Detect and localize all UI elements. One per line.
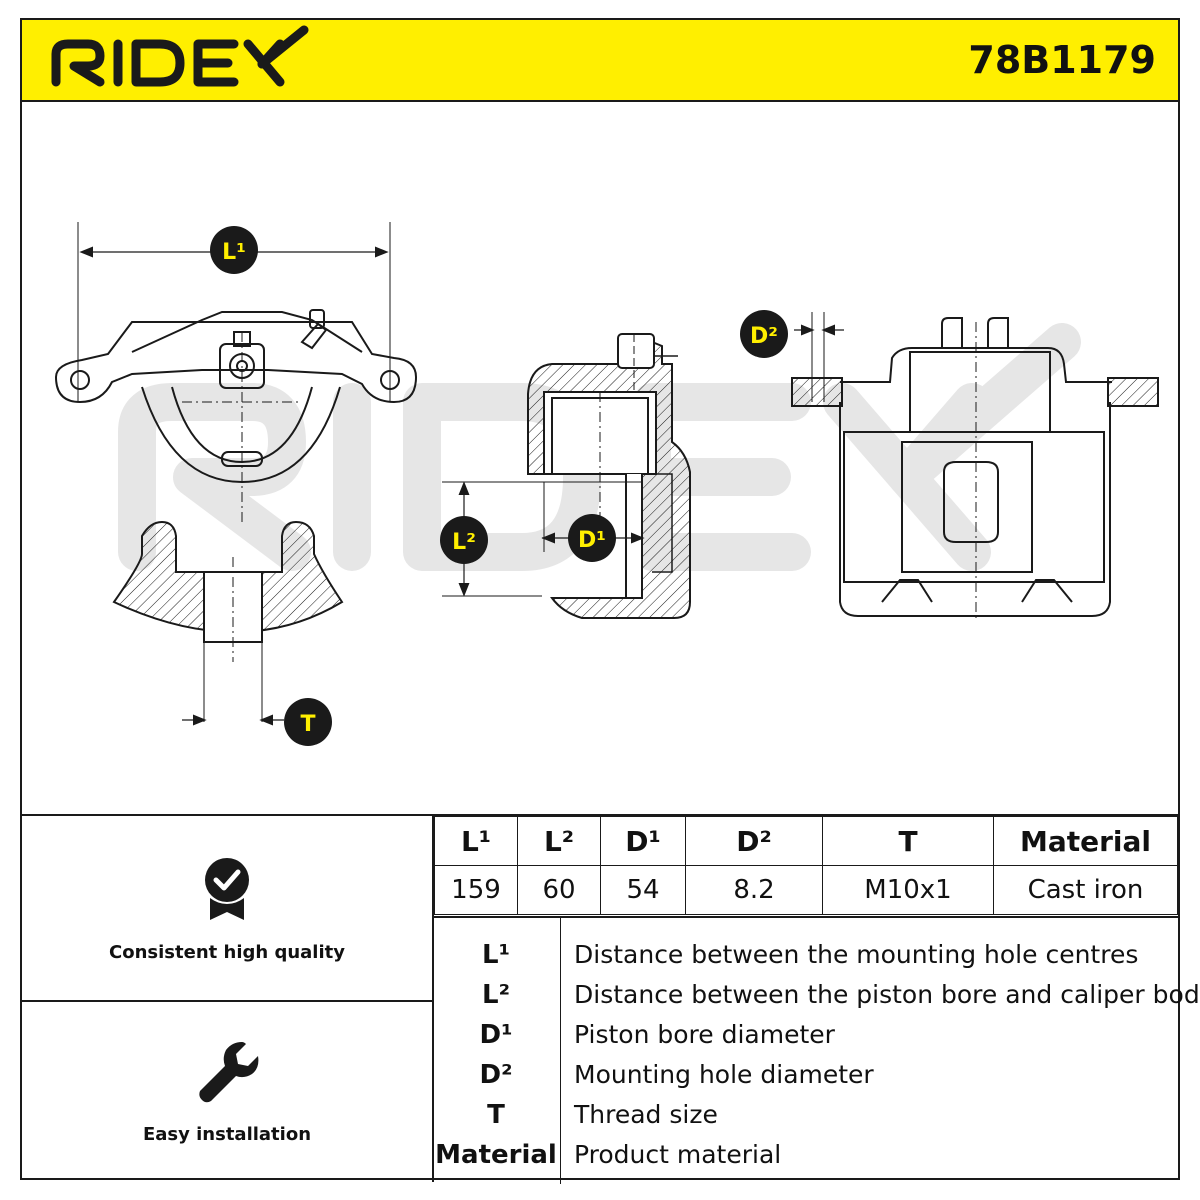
spec-value-cell: M10x1 [822,865,994,915]
legend-row: Material Product material [434,1134,1178,1174]
spec-header-cell: Material [993,816,1178,866]
legend-description: Thread size [574,1100,718,1129]
legend-row: T Thread size [434,1094,1178,1134]
spec-header-cell: D² [685,816,823,866]
legend-description: Piston bore diameter [574,1020,835,1049]
svg-text:L²: L² [452,530,476,555]
legend-symbol: L² [482,980,510,1010]
legend-description: Distance between the piston bore and cal… [574,980,1200,1009]
callout-l2: L² [440,516,488,564]
legend-symbol: Material [435,1140,557,1170]
feature-item-installation: Easy installation [22,1000,432,1182]
feature-label: Consistent high quality [109,942,345,963]
wrench-icon [199,1042,259,1103]
svg-text:T: T [300,712,315,737]
legend-row: L¹ Distance between the mounting hole ce… [434,934,1178,974]
callout-l1: L¹ [210,226,258,274]
legend-symbol: L¹ [482,940,510,970]
legend-row: D¹ Piston bore diameter [434,1014,1178,1054]
svg-text:L¹: L¹ [222,240,246,265]
legend-description: Mounting hole diameter [574,1060,874,1089]
callout-d2: D² [740,310,788,358]
spec-header-cell: D¹ [600,816,686,866]
technical-drawing: L¹ T [22,102,1178,814]
spec-header-cell: L¹ [434,816,518,866]
spec-value-cell: 8.2 [685,865,823,915]
ridex-logo [51,25,309,87]
legend-symbol: T [487,1100,505,1130]
legend-symbol: D¹ [479,1020,513,1050]
svg-text:D¹: D¹ [578,528,606,553]
caliper-front-view [791,312,1159,622]
spec-header-cell: L² [517,816,601,866]
spec-value-cell: 60 [517,865,601,915]
spec-table-value-row: 159 60 54 8.2 M10x1 Cast iron [434,865,1178,915]
legend-description: Product material [574,1140,782,1169]
dimension-legend: L¹ Distance between the mounting hole ce… [434,916,1200,1184]
quality-badge-icon [205,858,249,920]
spec-header-cell: T [822,816,994,866]
legend-description: Distance between the mounting hole centr… [574,940,1139,969]
caliper-top-view [54,222,418,522]
header-bar: 78B1179 [22,20,1178,102]
thread-section-view [112,520,344,726]
spec-value-cell: 54 [600,865,686,915]
callout-t: T [284,698,332,746]
part-number: 78B1179 [968,38,1156,82]
piston-section-view [442,333,691,619]
info-panel: Consistent high quality Easy installatio… [22,814,1200,1184]
callout-d1: D¹ [568,514,616,562]
legend-row: D² Mounting hole diameter [434,1054,1178,1094]
legend-divider [560,918,561,1184]
legend-row: L² Distance between the piston bore and … [434,974,1200,1014]
feature-item-quality: Consistent high quality [22,816,432,1002]
spec-value-cell: Cast iron [993,865,1178,915]
feature-list: Consistent high quality Easy installatio… [22,816,434,1182]
spec-value-cell: 159 [434,865,518,915]
legend-symbol: D² [479,1060,513,1090]
feature-label: Easy installation [142,1124,312,1145]
spec-table: L¹ L² D¹ D² T Material 159 60 54 8.2 M10… [434,816,1178,915]
spec-table-header-row: L¹ L² D¹ D² T Material [434,816,1178,866]
product-sheet: 78B1179 [20,18,1200,1184]
svg-text:D²: D² [750,324,778,349]
